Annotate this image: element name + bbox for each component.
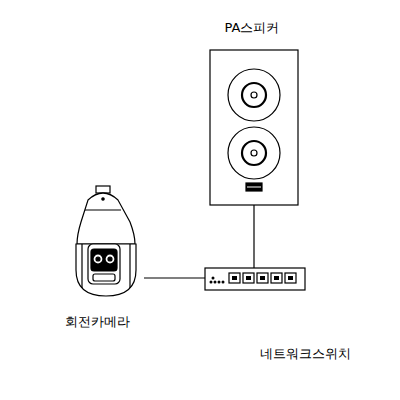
network-switch: 네트워크스위치 bbox=[205, 268, 365, 362]
cable-line bbox=[253, 205, 254, 268]
cable-line bbox=[144, 277, 205, 278]
pa-speaker: PA스피커 bbox=[205, 20, 303, 205]
device-label: 네트워크스위치 bbox=[260, 346, 351, 362]
switch-drawing bbox=[205, 268, 305, 290]
pa-speaker-drawing bbox=[210, 50, 298, 205]
camera-drawing bbox=[76, 186, 136, 296]
device-label: PA스피커 bbox=[225, 20, 280, 36]
device-label: 회전카메라 bbox=[65, 314, 130, 330]
ptz-camera: 회전카메라 bbox=[60, 185, 144, 330]
